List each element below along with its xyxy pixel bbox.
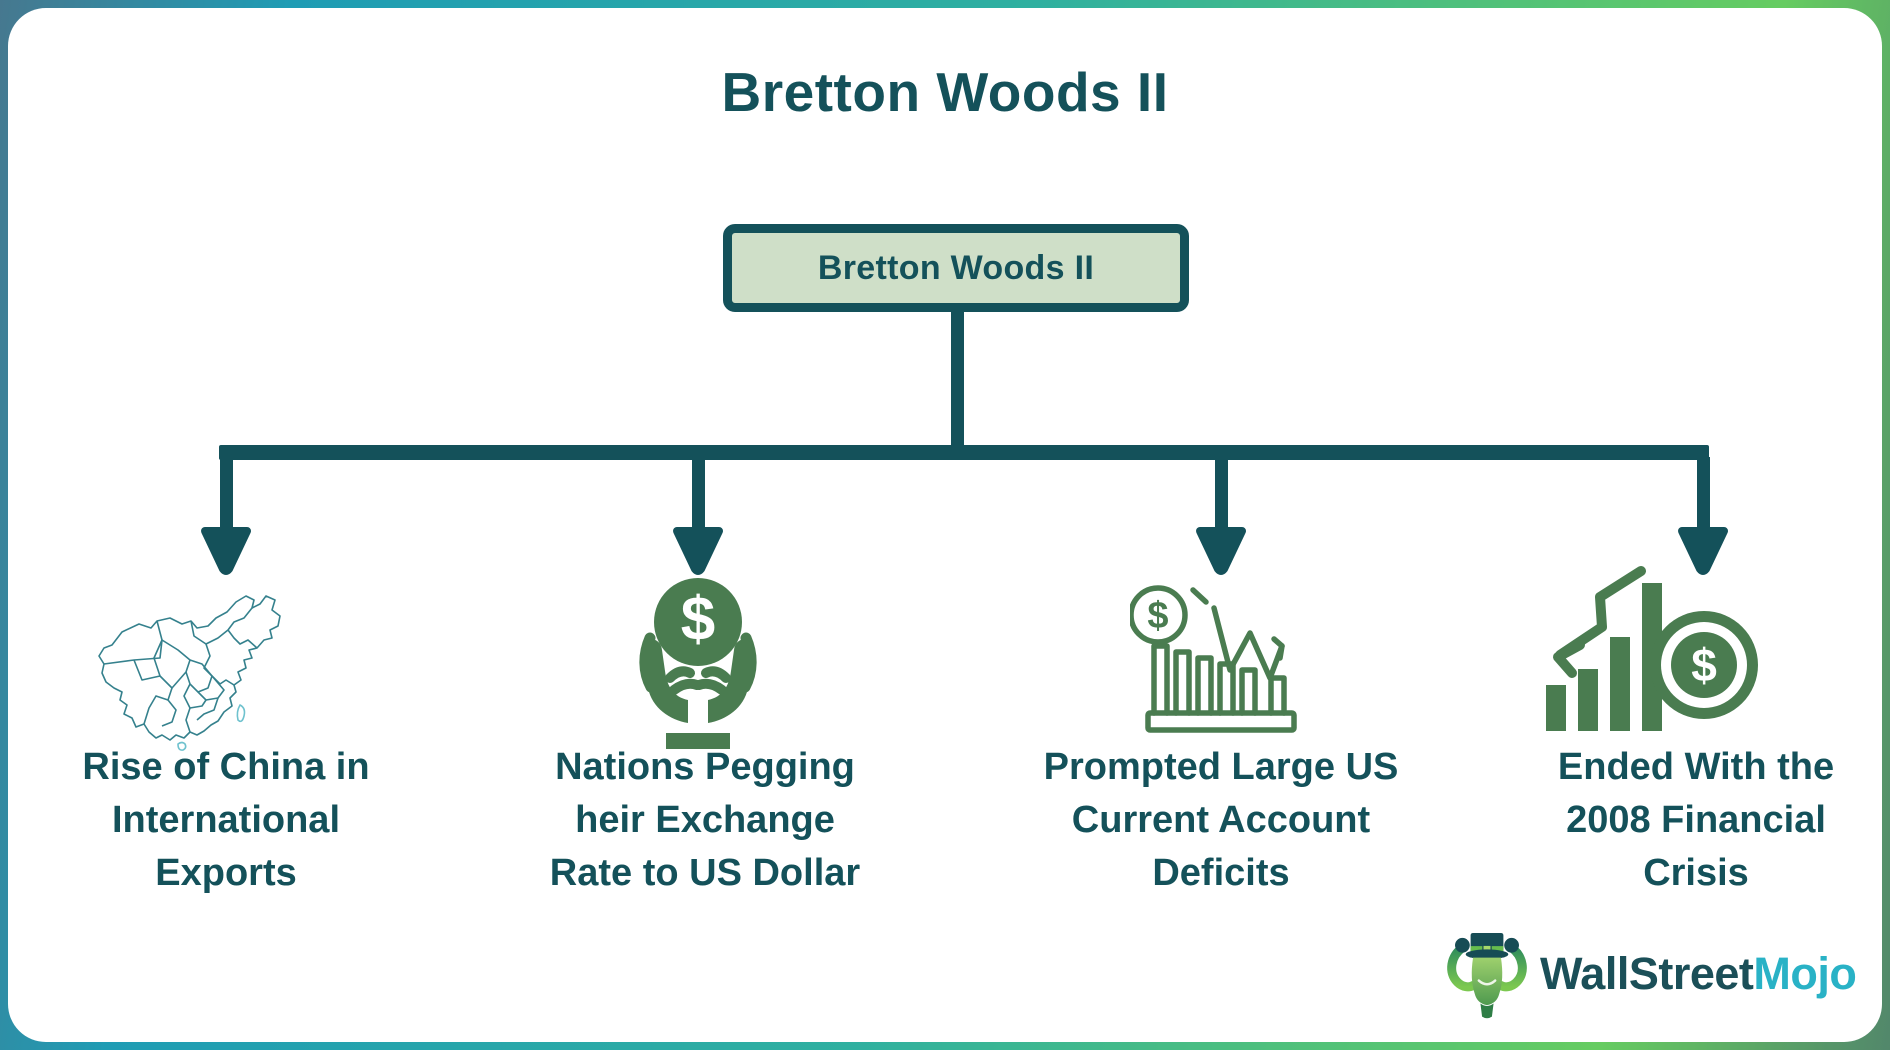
- logo-text-mojo: Mojo: [1753, 948, 1857, 999]
- logo-text-wallstreet: WallStreet: [1540, 948, 1754, 999]
- branch-label-account-deficits: Prompted Large US Current Account Defici…: [1006, 741, 1436, 900]
- wallstreetmojo-logo: WallStreetMojo: [1446, 926, 1857, 1022]
- branch-label-china-exports: Rise of China in International Exports: [11, 741, 441, 900]
- label-line: Exports: [155, 852, 297, 894]
- arrow-down-icon: [1196, 527, 1246, 575]
- label-line: Deficits: [1152, 852, 1290, 894]
- label-line: Nations Pegging: [555, 746, 855, 788]
- page-title: Bretton Woods II: [721, 61, 1169, 123]
- diagram-canvas: Bretton Woods II Bretton Woods II: [8, 8, 1882, 1042]
- label-line: Prompted Large US: [1043, 746, 1399, 788]
- arrow-down-icon: [201, 527, 251, 575]
- root-node-label: Bretton Woods II: [817, 248, 1095, 287]
- connector-drop-1: [220, 457, 233, 529]
- label-line: Rise of China in: [82, 746, 370, 788]
- declining-chart-dollar-icon: $: [1130, 585, 1297, 733]
- branch-label-exchange-peg: Nations Pegging heir Exchange Rate to US…: [490, 741, 920, 900]
- label-line: Ended With the: [1557, 746, 1835, 788]
- svg-text:$: $: [681, 585, 715, 654]
- crash-chart-coin-icon: $: [1546, 566, 1758, 731]
- arrow-down-icon: [1678, 527, 1728, 575]
- connector-trunk: [951, 308, 964, 446]
- hands-holding-dollar-icon: $: [639, 578, 776, 750]
- svg-text:$: $: [1691, 639, 1717, 691]
- branch-label-financial-crisis: Ended With the 2008 Financial Crisis: [1481, 741, 1882, 900]
- logo-wordmark: WallStreetMojo: [1540, 948, 1857, 1000]
- arrow-down-icon: [673, 527, 723, 575]
- label-line: heir Exchange: [575, 799, 835, 841]
- label-line: 2008 Financial: [1566, 799, 1826, 841]
- label-line: International: [111, 799, 341, 841]
- root-node-box: Bretton Woods II: [723, 224, 1189, 312]
- label-line: Rate to US Dollar: [549, 852, 861, 894]
- connector-drop-2: [692, 457, 705, 529]
- connector-drop-3: [1215, 457, 1228, 529]
- label-line: Current Account: [1071, 799, 1371, 841]
- label-line: Crisis: [1643, 852, 1749, 894]
- connector-bar: [219, 445, 1709, 460]
- svg-text:$: $: [1147, 595, 1168, 637]
- china-map-icon: [98, 595, 281, 751]
- connector-drop-4: [1697, 457, 1710, 529]
- bull-mascot-icon: [1447, 933, 1527, 1019]
